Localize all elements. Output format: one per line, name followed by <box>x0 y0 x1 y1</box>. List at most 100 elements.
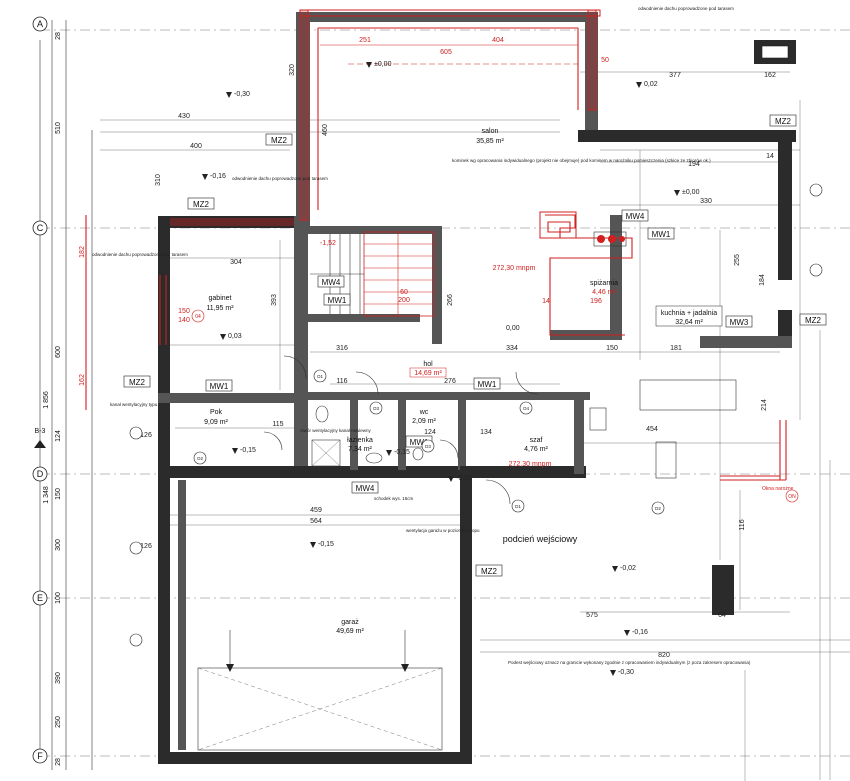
wallcode-box-1 <box>265 133 293 146</box>
room-garaz-area: 49,69 m² <box>336 628 364 635</box>
mark-o2: O2 <box>197 456 204 461</box>
slope-arrow-left-head-icon <box>226 664 234 672</box>
wallcode-mz2-5: MZ2 <box>805 316 822 325</box>
wallcode-box-12 <box>317 275 345 288</box>
toilet <box>315 405 329 423</box>
room-salon-name: salon <box>482 128 499 135</box>
wall-kitchen-right-upper <box>778 130 792 280</box>
dim-top-310: 310 <box>155 174 162 186</box>
level-6: ±0,00 <box>374 61 392 68</box>
red-gabinet-top <box>170 218 294 226</box>
room-garaz-name: garaż <box>341 619 359 626</box>
level-3: -0,15 <box>240 447 256 454</box>
wall-garage-top <box>158 466 586 478</box>
wallcode-box-2 <box>187 197 215 210</box>
dim-int-454: 454 <box>646 426 658 433</box>
room-kuchnia-area: 32,64 m² <box>675 319 703 326</box>
wall-kitchen-top <box>578 130 796 142</box>
wallcode-box-6 <box>475 564 503 577</box>
wall-left-main <box>158 216 170 764</box>
wallcode-mw3: MW3 <box>730 318 749 327</box>
side-marker-5 <box>809 263 823 277</box>
dim-left-600: 600 <box>55 346 62 358</box>
wallcode-box-3 <box>123 375 151 388</box>
level-icon-5 <box>386 450 392 456</box>
wall-kitchen-bottom <box>700 336 792 348</box>
room-kuchnia-box <box>655 305 723 327</box>
notes: odwodnienie dachu poprowadzone pod taras… <box>92 6 794 665</box>
axis-e-marker <box>32 590 48 606</box>
wall-laz-right <box>350 398 358 470</box>
dimension-texts: 430 400 460 310 320 377 162 194 330 184 … <box>79 37 776 659</box>
dim-left-28: 28 <box>55 32 62 40</box>
level-icon-6 <box>366 62 372 68</box>
note-entrance-landing: Podest wejściowy oznacz na granicie wyko… <box>508 660 751 665</box>
shower-tray <box>311 439 341 467</box>
dim-red-605: 605 <box>440 49 452 56</box>
axis-c-marker <box>32 220 48 236</box>
axis-e-label: E <box>37 593 43 603</box>
level-icon-10 <box>610 670 616 676</box>
dim-left-300: 300 <box>55 539 62 551</box>
outer-dimension-lines <box>100 71 850 781</box>
wallcode-mw1-4: MW1 <box>410 438 429 447</box>
note-corner-windows: Okna narożne <box>762 486 794 492</box>
dim-int-564: 564 <box>310 518 322 525</box>
red-revisions <box>85 9 787 481</box>
room-salon-area: 35,85 m² <box>476 138 504 145</box>
wall-codes: MZ2 MZ2 MZ2 MZ2 MZ2 MZ2 MW1 MW1 MW1 MW1 … <box>123 114 827 577</box>
axis-d-marker <box>32 466 48 482</box>
level-icon-4 <box>310 542 316 548</box>
level-icon-7 <box>674 190 680 196</box>
axis-d-label: D <box>37 469 44 479</box>
level-marks: -0,30 -0,16 -0,15 -0,15 -0,15 ±0,00 ±0,0… <box>202 61 700 676</box>
section-arrow-icon <box>34 440 46 448</box>
room-spizarnia-area: 4,46 m² <box>592 289 616 296</box>
level-8: -0,02 <box>620 565 636 572</box>
dim-int-126b: 126 <box>140 543 152 550</box>
dim-red-251: 251 <box>359 37 371 44</box>
wc-toilet <box>412 447 424 461</box>
dim-red-mnpm-1: 272,30 mnpm <box>493 265 536 272</box>
room-pok-area: 9,09 m² <box>204 419 228 426</box>
room-szaf-area: 4,76 m² <box>524 446 548 453</box>
dim-top-430: 430 <box>178 113 190 120</box>
axis-f-marker <box>32 748 48 764</box>
mark-on: ON <box>788 494 796 500</box>
walls <box>158 12 796 764</box>
dim-red-162: 162 <box>79 374 86 386</box>
dim-left-390: 390 <box>55 672 62 684</box>
dim-left-150: 150 <box>55 488 62 500</box>
dim-top-14: 14 <box>766 153 774 160</box>
red-fireplace-inner <box>547 221 571 233</box>
wallcode-box-13 <box>621 209 649 222</box>
dim-side-184: 184 <box>759 274 766 286</box>
burner-2-icon <box>608 235 616 243</box>
dim-int-575: 575 <box>586 612 598 619</box>
opening-marks: O1 O2 O3 O4 D1 D2 D3 04 ON <box>191 309 799 515</box>
dim-side-255: 255 <box>734 254 741 266</box>
mark-o2-circle <box>193 451 207 465</box>
room-gabinet-name: gabinet <box>209 295 232 302</box>
level-icon-1 <box>226 92 232 98</box>
dim-int-334: 334 <box>506 345 518 352</box>
side-axis-markers <box>129 183 823 647</box>
room-podjazd-name: podcień wejściowy <box>503 534 578 544</box>
door-hol-2 <box>515 371 539 395</box>
dim-int-64: 64 <box>718 612 726 619</box>
room-pok-name: Pok <box>210 409 223 416</box>
mark-o3: O3 <box>373 406 380 411</box>
room-kuchnia-name: kuchnia + jadalnia <box>661 310 717 317</box>
mark-o4: O4 <box>523 406 530 411</box>
mark-04-circle <box>191 309 205 323</box>
wallcode-mz2-6: MZ2 <box>481 567 498 576</box>
dim-top-194: 194 <box>688 161 700 168</box>
dim-int-459: 459 <box>310 507 322 514</box>
room-hol-name: hol <box>423 361 433 368</box>
dim-red-60: 60 <box>400 289 408 296</box>
burner-1-icon <box>597 235 605 243</box>
wallcode-box-4 <box>769 114 797 127</box>
door-gabinet <box>283 355 307 379</box>
dim-top-400: 400 <box>190 143 202 150</box>
note-roof-drain-2: odwodnienie dachu poprowadzone pod taras… <box>92 252 188 257</box>
